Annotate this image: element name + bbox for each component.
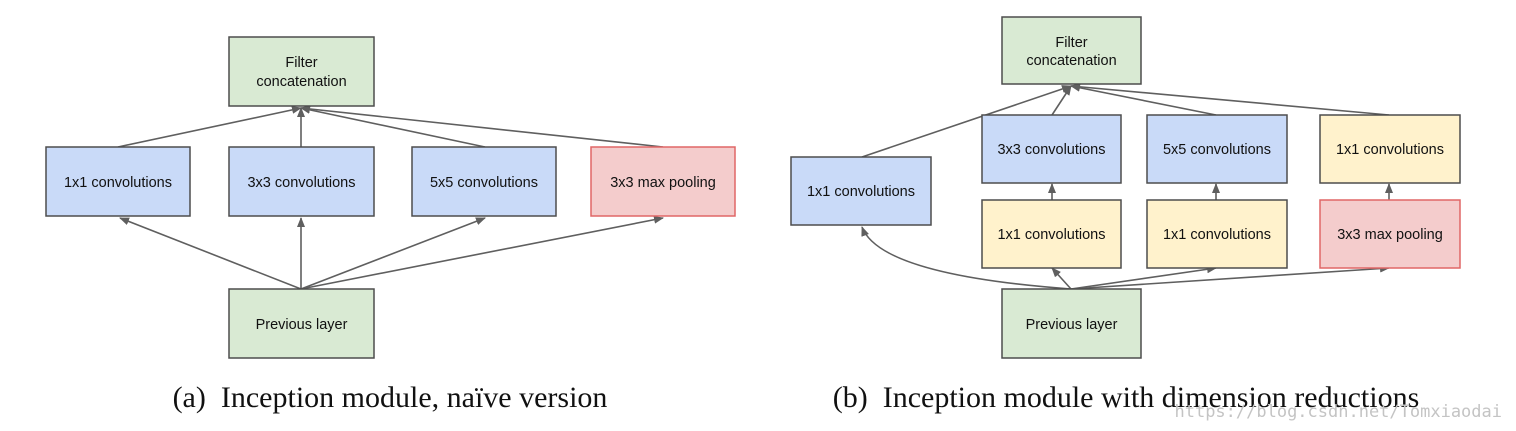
- arrow-prev-to-reduce-3x3: [1051, 267, 1072, 290]
- node-label: 3x3 convolutions: [247, 175, 355, 191]
- node-label: 1x1 convolutions: [807, 184, 915, 200]
- node-a-1x1-convolutions: 1x1 convolutions: [45, 146, 191, 217]
- diagram-a-arrows: [117, 104, 664, 290]
- arrow-5x5-to-concat: [300, 105, 486, 148]
- node-label: 3x3 max pooling: [610, 175, 716, 191]
- node-label: concatenation: [256, 74, 346, 90]
- arrow-prev-to-maxpool: [300, 215, 664, 290]
- node-label: Filter: [285, 55, 317, 71]
- node-label: 1x1 convolutions: [997, 227, 1105, 243]
- arrow-1x1-to-concat: [861, 85, 1072, 158]
- node-b-max-pooling: 3x3 max pooling: [1319, 199, 1461, 269]
- node-b-1x1-after-pooling: 1x1 convolutions: [1319, 114, 1461, 184]
- node-label: Previous layer: [1026, 317, 1118, 333]
- node-label: 3x3 max pooling: [1337, 227, 1443, 243]
- node-label: 5x5 convolutions: [1163, 142, 1271, 158]
- arrow-prev-to-1x1: [119, 217, 302, 290]
- diagram-b-arrows: [861, 82, 1393, 290]
- node-a-5x5-convolutions: 5x5 convolutions: [411, 146, 557, 217]
- node-b-5x5-convolutions: 5x5 convolutions: [1146, 114, 1288, 184]
- node-b-filter-concatenation: Filter concatenation: [1001, 16, 1142, 85]
- node-b-3x3-convolutions: 3x3 convolutions: [981, 114, 1122, 184]
- arrow-5x5-to-concat: [1070, 83, 1217, 116]
- caption-b: (b) Inception module with dimension redu…: [833, 381, 1420, 414]
- node-label: concatenation: [1026, 53, 1116, 69]
- node-label: Previous layer: [256, 317, 348, 333]
- arrow-pool-branch-to-concat: [1070, 82, 1390, 116]
- diagram-b: Filter concatenation 1x1 convolutions 3x…: [790, 16, 1461, 414]
- node-b-reduce-before-3x3: 1x1 convolutions: [981, 199, 1122, 269]
- arrow-1x1-to-concat: [117, 105, 302, 148]
- arrow-maxpool-to-concat: [300, 104, 664, 148]
- node-b-previous-layer: Previous layer: [1001, 288, 1142, 359]
- node-label: 1x1 convolutions: [1163, 227, 1271, 243]
- node-b-1x1-convolutions: 1x1 convolutions: [790, 156, 932, 226]
- node-a-max-pooling: 3x3 max pooling: [590, 146, 736, 217]
- diagram-a: Filter concatenation 1x1 convolutions 3x…: [45, 36, 736, 414]
- node-label: 1x1 convolutions: [64, 175, 172, 191]
- node-label: 3x3 convolutions: [997, 142, 1105, 158]
- watermark: https://blog.csdn.net/Tomxiaodai: [1174, 402, 1502, 422]
- node-b-reduce-before-5x5: 1x1 convolutions: [1146, 199, 1288, 269]
- node-a-3x3-convolutions: 3x3 convolutions: [228, 146, 375, 217]
- arrow-prev-to-maxpool: [1070, 264, 1390, 290]
- arrow-3x3-to-concat: [1051, 85, 1072, 116]
- arrow-prev-to-reduce-5x5: [1070, 265, 1217, 290]
- node-a-previous-layer: Previous layer: [228, 288, 375, 359]
- arrow-prev-to-5x5: [300, 217, 486, 290]
- node-a-filter-concatenation: Filter concatenation: [228, 36, 375, 107]
- node-label: 5x5 convolutions: [430, 175, 538, 191]
- node-label: 1x1 convolutions: [1336, 142, 1444, 158]
- caption-a: (a) Inception module, naïve version: [173, 381, 608, 414]
- arrow-prev-to-1x1: [861, 226, 1072, 290]
- node-label: Filter: [1055, 35, 1087, 51]
